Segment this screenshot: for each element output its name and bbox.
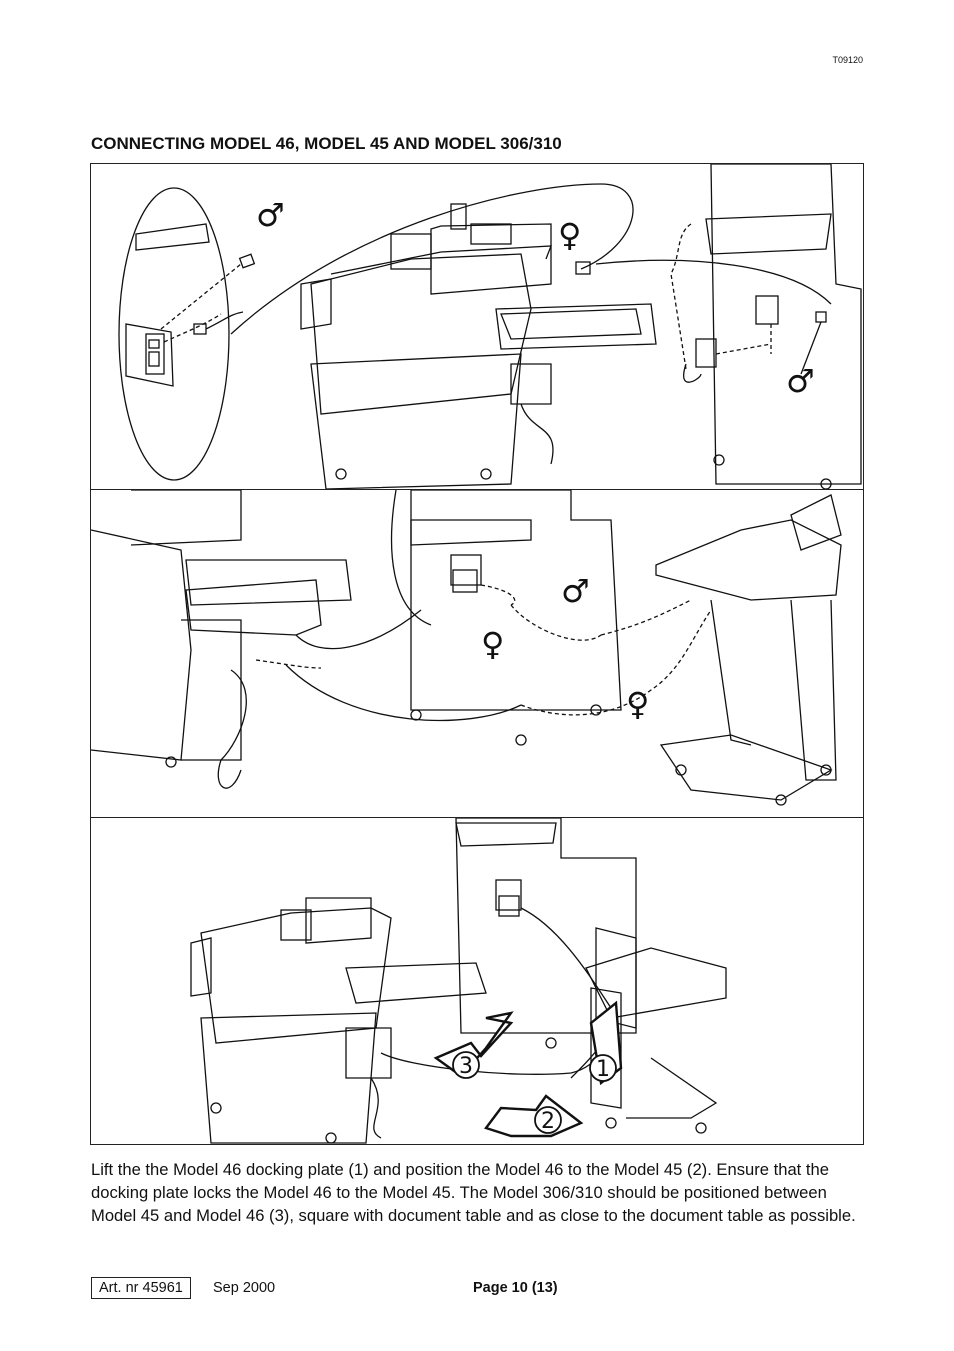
document-reference: T09120 xyxy=(832,55,863,65)
figure-panel-cabling: ♂ ♀ ♀ xyxy=(90,489,864,818)
connection-illustration: ♂ ♀ ♂ xyxy=(118,164,862,490)
male-connector-symbol: ♂ xyxy=(561,572,590,610)
page-footer: Art. nr 45961 Sep 2000 Page 10 (13) xyxy=(91,1277,866,1301)
callout-2: 2 xyxy=(541,1109,555,1134)
instruction-paragraph: Lift the the Model 46 docking plate (1) … xyxy=(91,1160,856,1225)
female-connector-symbol: ♀ xyxy=(558,216,581,254)
male-connector-symbol-right: ♂ xyxy=(786,362,815,400)
docking-illustration: 3 1 2 xyxy=(190,818,727,1144)
figure-panel-docking: 3 1 2 xyxy=(90,817,864,1145)
female-connector-symbol: ♀ xyxy=(481,625,504,663)
article-number: Art. nr 45961 xyxy=(91,1277,191,1299)
callout-1: 1 xyxy=(596,1057,610,1082)
publication-date: Sep 2000 xyxy=(213,1280,276,1296)
page-title: CONNECTING MODEL 46, MODEL 45 AND MODEL … xyxy=(91,134,562,153)
male-connector-symbol: ♂ xyxy=(256,196,285,234)
page-number: Page 10 (13) xyxy=(473,1280,558,1296)
detail-magnifier xyxy=(118,187,230,481)
female-connector-symbol-lower: ♀ xyxy=(626,685,649,723)
figure-panel-connectors: ♂ ♀ ♂ xyxy=(90,163,864,491)
callout-3: 3 xyxy=(459,1054,473,1079)
cabling-illustration: ♂ ♀ ♀ xyxy=(91,490,842,806)
